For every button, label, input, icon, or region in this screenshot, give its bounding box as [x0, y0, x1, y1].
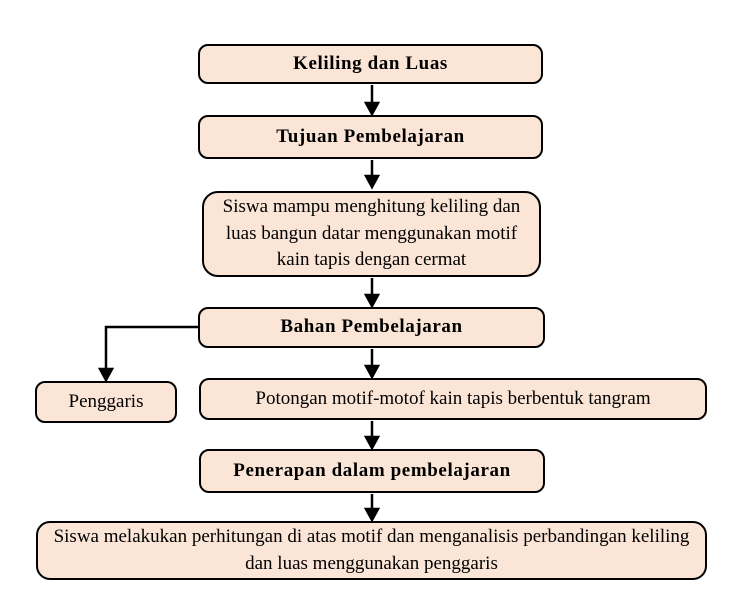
flow-node-label: Penerapan dalam pembelajaran: [233, 459, 511, 481]
flow-node-label: Penggaris: [68, 390, 144, 412]
flow-node-penggaris: Penggaris: [35, 381, 177, 423]
flow-node-label: Siswa melakukan perhitungan di atas moti…: [53, 525, 690, 574]
flow-node-label: Siswa mampu menghitung keliling dan luas…: [222, 196, 521, 271]
arrowhead-tujuan-desc: [363, 174, 381, 190]
flow-node-tujuan-pembelajaran: Tujuan Pembelajaran: [198, 115, 543, 159]
elbow-bahan-penggaris: [104, 325, 198, 370]
flow-node-bahan-pembelajaran: Bahan Pembelajaran: [198, 307, 545, 348]
flow-node-label: Potongan motif-motof kain tapis berbentu…: [255, 387, 651, 409]
arrowhead-bahan-potongan: [363, 364, 381, 380]
arrowhead-bahan-penggaris: [97, 367, 115, 383]
flow-node-penerapan: Penerapan dalam pembelajaran: [199, 449, 545, 493]
flow-node-potongan-motif: Potongan motif-motof kain tapis berbentu…: [199, 378, 707, 420]
arrowhead-desc-bahan: [363, 293, 381, 309]
flow-node-label: Keliling dan Luas: [293, 52, 448, 74]
flow-node-tujuan-deskripsi: Siswa mampu menghitung keliling dan luas…: [202, 191, 541, 277]
arrowhead-penerapan-desc: [363, 507, 381, 523]
arrowhead-potongan-penerapan: [363, 435, 381, 451]
flow-node-penerapan-deskripsi: Siswa melakukan perhitungan di atas moti…: [36, 521, 707, 580]
flow-node-label: Bahan Pembelajaran: [280, 316, 463, 338]
arrowhead-title-tujuan: [363, 101, 381, 117]
flow-node-keliling-dan-luas: Keliling dan Luas: [198, 44, 543, 84]
flow-node-label: Tujuan Pembelajaran: [276, 125, 465, 147]
